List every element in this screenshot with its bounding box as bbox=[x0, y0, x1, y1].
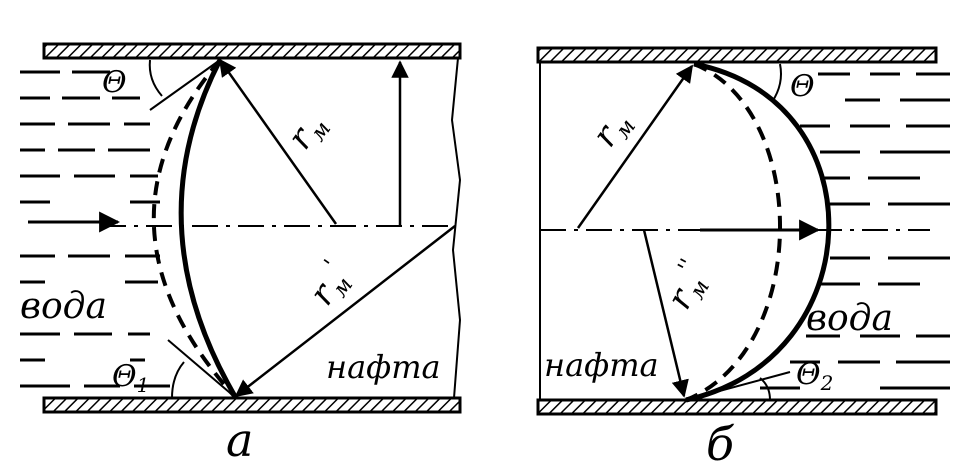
contact-angle-tangent-bot-b bbox=[685, 371, 791, 401]
meniscus-dashed-a bbox=[151, 58, 238, 400]
water-dashes-b bbox=[760, 72, 950, 390]
contact-angle-line-bot-a bbox=[167, 339, 237, 399]
radius-line-top-b bbox=[576, 64, 694, 229]
bottom-wall-b bbox=[536, 398, 938, 416]
panel-b: rм rм'' Θ вода нафта Θ2 б bbox=[536, 46, 950, 471]
panel-caption-a: а bbox=[226, 413, 253, 467]
fluid-label-water-b: вода bbox=[806, 298, 893, 339]
contact-angle-line-top-a bbox=[149, 59, 221, 111]
top-wall-a bbox=[42, 42, 462, 60]
radius-line-bottom-b bbox=[642, 229, 689, 398]
panel-caption-b: б bbox=[706, 417, 735, 471]
fluid-label-oil-b: нафта bbox=[544, 346, 659, 384]
break-line-a bbox=[450, 57, 462, 399]
angle-theta-bottom-b: Θ2 bbox=[796, 357, 833, 395]
bottom-wall-a bbox=[42, 396, 462, 414]
contact-angle-arc-bot-b bbox=[759, 377, 771, 401]
radius-line-top-a bbox=[218, 58, 338, 225]
radius-label-bottom-b: rм'' bbox=[657, 255, 720, 318]
radius-line-bottom-a bbox=[234, 225, 456, 398]
meniscus-dashed-b bbox=[685, 62, 782, 402]
top-wall-b bbox=[536, 46, 938, 64]
panel-a: Θ rм rм' вода нафта Θ1 а bbox=[20, 42, 462, 467]
angle-theta-top-a: Θ bbox=[102, 65, 127, 100]
contact-angle-arc-top-a bbox=[148, 59, 163, 97]
fluid-label-water-a: вода bbox=[20, 286, 107, 327]
meniscus-solid-b bbox=[685, 61, 832, 403]
radius-label-top-a: rм bbox=[280, 106, 337, 160]
angle-theta-top-b: Θ bbox=[790, 69, 815, 104]
water-dashes-a bbox=[20, 70, 170, 388]
contact-angle-arc-top-b bbox=[771, 63, 782, 103]
angle-theta-bottom-a: Θ1 bbox=[112, 359, 149, 397]
contact-angle-arc-bot-a bbox=[171, 361, 185, 399]
fluid-label-oil-a: нафта bbox=[326, 348, 441, 386]
meniscus-solid-a bbox=[178, 58, 239, 400]
